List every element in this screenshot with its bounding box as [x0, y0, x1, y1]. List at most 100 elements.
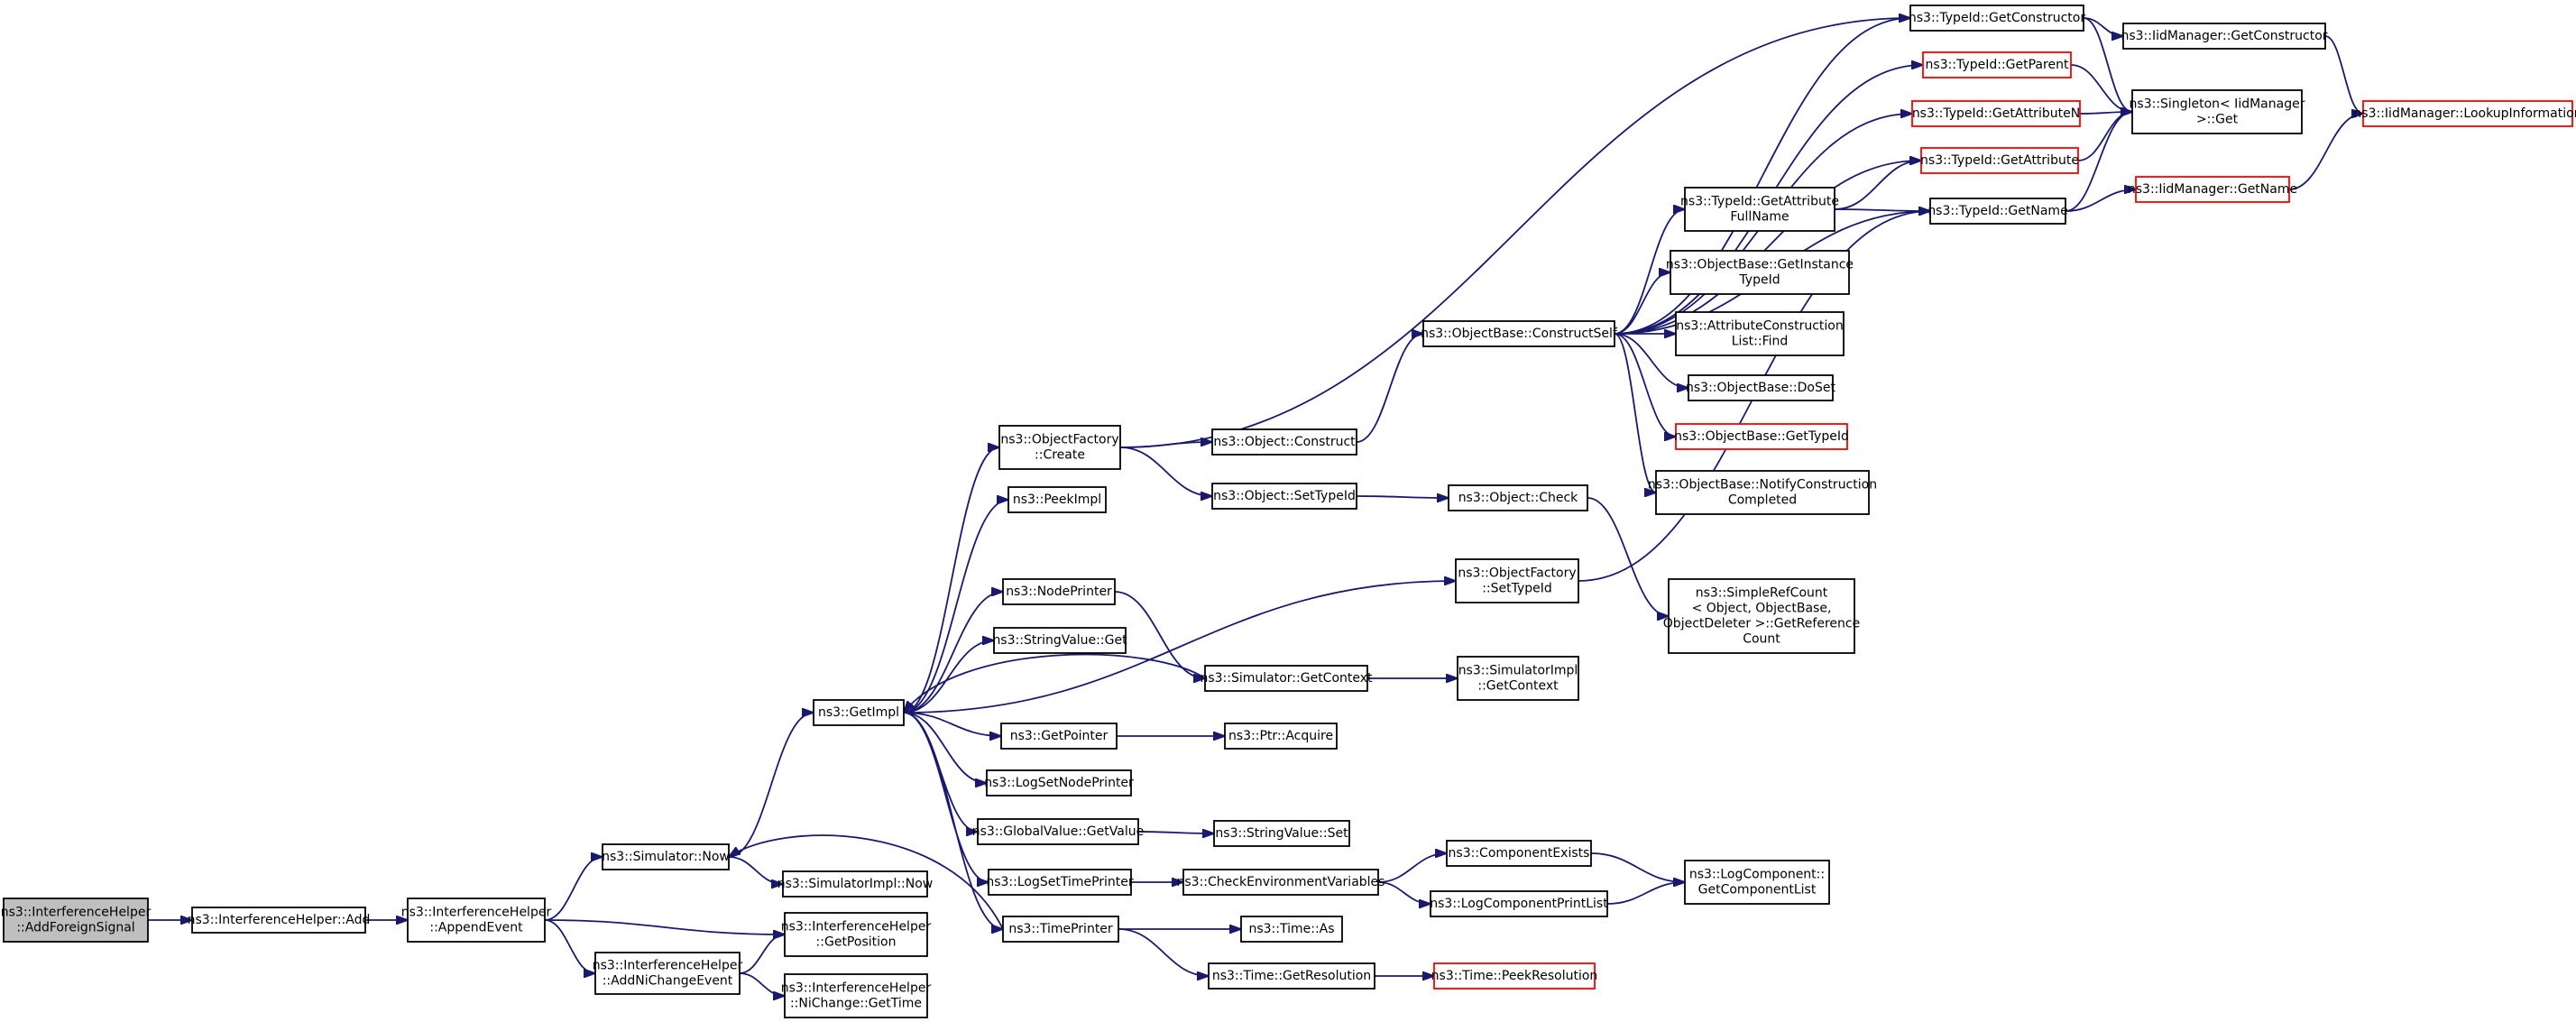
function-node[interactable]: ns3::IidManager::GetConstructor — [2121, 23, 2328, 50]
call-edge — [728, 856, 783, 884]
node-label: ns3::CheckEnvironmentVariables — [1177, 875, 1385, 889]
node-box — [1422, 320, 1615, 347]
call-edge — [1356, 334, 1423, 443]
node-label: ObjectDeleter >::GetReference — [1663, 617, 1860, 631]
call-edge — [544, 857, 603, 921]
node-label: ns3::ObjectBase::GetTypeId — [1674, 429, 1849, 444]
function-node[interactable]: ns3::Time::As — [1240, 916, 1343, 943]
function-node[interactable]: ns3::ComponentExists — [1446, 840, 1592, 867]
node-label: ns3::TimePrinter — [1008, 922, 1113, 936]
node-label: ns3::ObjectBase::GetInstance — [1666, 258, 1854, 272]
node-box — [1922, 51, 2072, 78]
node-label: ::AddNiChangeEvent — [603, 974, 733, 989]
call-edge — [903, 640, 994, 714]
function-node[interactable]: ns3::Simulator::Now — [602, 843, 730, 870]
node-box — [1684, 187, 1835, 232]
function-node[interactable]: ns3::Singleton< IidManager >::Get — [2130, 89, 2305, 134]
node-label: ns3::Singleton< IidManager — [2130, 97, 2305, 112]
function-node[interactable]: ns3::LogSetNodePrinter — [984, 769, 1134, 796]
function-node[interactable]: ns3::TypeId::GetAttributeN — [1911, 100, 2081, 127]
function-node[interactable]: ns3::InterferenceHelper::GetPosition — [781, 912, 932, 957]
node-box — [2362, 100, 2573, 127]
node-label: ns3::SimpleRefCount — [1696, 586, 1828, 601]
function-node[interactable]: ns3::LogComponent::GetComponentList — [1684, 860, 1830, 905]
function-node[interactable]: ns3::Object::Check — [1448, 484, 1588, 511]
node-box — [1457, 656, 1579, 701]
node-box — [1688, 374, 1834, 401]
node-label: ns3::Time::PeekResolution — [1431, 969, 1598, 983]
function-node[interactable]: ns3::ObjectBase::ConstructSelf — [1421, 320, 1618, 347]
node-box — [407, 898, 546, 943]
node-box — [784, 973, 928, 1018]
node-label: ns3::Simulator::Now — [602, 850, 730, 864]
node-label: ::NiChange::GetTime — [790, 997, 922, 1011]
function-node[interactable]: ns3::IidManager::GetName — [2128, 176, 2297, 203]
node-box — [988, 869, 1132, 896]
node-label: ns3::AttributeConstruction — [1676, 319, 1843, 334]
node-box — [998, 425, 1121, 470]
function-node[interactable]: ns3::CheckEnvironmentVariables — [1177, 869, 1385, 896]
function-node[interactable]: ns3::Ptr::Acquire — [1224, 723, 1338, 750]
function-node[interactable]: ns3::ObjectBase::GetTypeId — [1674, 423, 1849, 450]
node-box — [191, 907, 366, 934]
node-label: ::GetPosition — [816, 935, 897, 950]
node-label: < Object, ObjectBase, — [1692, 602, 1832, 616]
node-label: FullName — [1730, 210, 1789, 225]
function-node[interactable]: ns3::ObjectFactory::Create — [998, 425, 1121, 470]
function-node[interactable]: ns3::LogSetTimePrinter — [986, 869, 1134, 896]
node-box — [1920, 147, 2079, 174]
node-box — [1211, 483, 1357, 510]
function-node[interactable]: ns3::TypeId::GetAttribute — [1920, 147, 2079, 174]
function-node[interactable]: ns3::SimulatorImpl::GetContext — [1457, 656, 1579, 701]
node-box — [1224, 723, 1338, 750]
function-node[interactable]: ns3::GetPointer — [1000, 723, 1118, 750]
function-node[interactable]: ns3::ObjectBase::DoSet — [1686, 374, 1835, 401]
node-label: ns3::Time::As — [1248, 922, 1334, 936]
call-edge — [2324, 35, 2363, 114]
node-box — [1655, 470, 1870, 515]
function-node[interactable]: ns3::PeekImpl — [1007, 486, 1107, 513]
node-box — [1430, 890, 1608, 917]
function-node[interactable]: ns3::NodePrinter — [1002, 578, 1116, 605]
call-edge — [1587, 497, 1669, 616]
function-node[interactable]: ns3::InterferenceHelper::NiChange::GetTi… — [781, 973, 932, 1018]
function-node[interactable]: ns3::TypeId::GetName — [1927, 198, 2068, 225]
function-node[interactable]: ns3::Object::Construct — [1211, 428, 1357, 456]
function-node[interactable]: ns3::IidManager::LookupInformation — [2353, 100, 2576, 127]
node-label: ns3::InterferenceHelper — [1, 906, 152, 920]
function-node[interactable]: ns3::Object::SetTypeId — [1211, 483, 1357, 510]
function-node[interactable]: ns3::Time::GetResolution — [1208, 962, 1375, 990]
node-label: ::GetContext — [1477, 679, 1559, 694]
function-node[interactable]: ns3::GlobalValue::GetValue — [972, 818, 1144, 845]
function-node[interactable]: ns3::InterferenceHelper::Add — [188, 907, 371, 934]
function-node[interactable]: ns3::TypeId::GetParent — [1922, 51, 2072, 78]
call-edge — [903, 712, 989, 882]
function-node[interactable]: ns3::SimpleRefCount< Object, ObjectBase,… — [1663, 578, 1860, 654]
call-edge — [903, 447, 999, 714]
function-node[interactable]: ns3::StringValue::Set — [1213, 820, 1350, 847]
function-node[interactable]: ns3::TypeId::GetConstructor — [1909, 5, 2085, 32]
call-edge — [1614, 18, 1910, 335]
node-label: ns3::ObjectBase::ConstructSelf — [1421, 327, 1618, 341]
function-node[interactable]: ns3::Simulator::GetContext — [1200, 665, 1373, 692]
function-node[interactable]: ns3::LogComponentPrintList — [1430, 890, 1608, 917]
node-box — [993, 627, 1127, 654]
call-edge — [1614, 209, 1685, 335]
node-label: >::Get — [2196, 113, 2239, 127]
function-node[interactable]: ns3::TimePrinter — [1002, 916, 1119, 943]
function-node[interactable]: ns3::GetImpl — [813, 699, 905, 726]
node-box — [1211, 428, 1357, 456]
function-node[interactable]: ns3::Time::PeekResolution — [1431, 962, 1598, 990]
node-label: ns3::SimulatorImpl — [1458, 664, 1578, 678]
node-label: ns3::TypeId::GetAttributeN — [1912, 106, 2080, 121]
function-node[interactable]: ns3::InterferenceHelper::AddNiChangeEven… — [593, 952, 743, 995]
function-node[interactable]: ns3::SimulatorImpl::Now — [777, 870, 934, 898]
function-node[interactable]: ns3::StringValue::Get — [992, 627, 1127, 654]
function-node[interactable]: ns3::InterferenceHelper::AppendEvent — [401, 898, 552, 943]
node-label: List::Find — [1732, 335, 1789, 349]
function-node[interactable]: ns3::ObjectBase::NotifyConstructionCompl… — [1648, 470, 1877, 515]
function-node[interactable]: ns3::ObjectFactory::SetTypeId — [1455, 558, 1579, 603]
